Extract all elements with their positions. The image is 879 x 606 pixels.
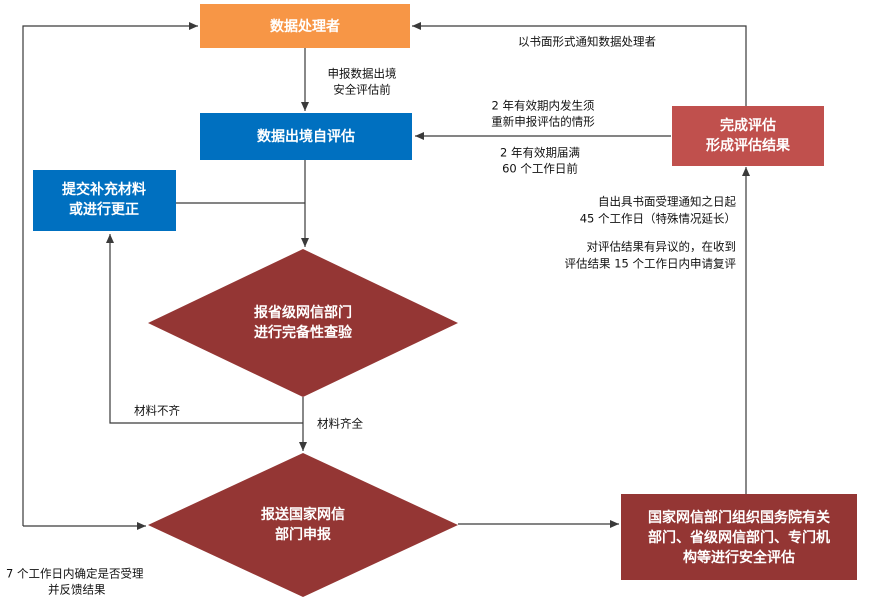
node-assessment-result-line-1: 完成评估: [720, 117, 776, 134]
node-security-assessment: 国家网信部门组织国务院有关 部门、省级网信部门、专门机 构等进行安全评估: [621, 494, 857, 580]
label-acceptance-time-line-1: 7 个工作日内确定是否受理: [6, 567, 144, 581]
node-self-assessment-label: 数据出境自评估: [257, 128, 355, 145]
node-provincial-check-line-2: 进行完备性查验: [254, 324, 353, 341]
label-expiry-line-1: 2 年有效期届满: [500, 146, 580, 160]
node-provincial-check-line-1: 报省级网信部门: [254, 304, 352, 321]
label-objection-line-1: 对评估结果有异议的，在收到: [587, 240, 737, 254]
node-national-submit-line-2: 部门申报: [275, 526, 331, 543]
node-national-submit-line-1: 报送国家网信: [261, 506, 345, 523]
edge-incomplete-to-supplement: [106, 234, 303, 424]
label-expiry-line-2: 60 个工作日前: [502, 162, 578, 176]
label-objection-line-2: 评估结果 15 个工作日内申请复评: [565, 257, 737, 271]
node-national-submit: 报送国家网信 部门申报: [148, 453, 458, 597]
label-incomplete: 材料不齐: [134, 404, 180, 418]
label-reapply-line-2: 重新申报评估的情形: [491, 115, 595, 129]
label-review-period-line-1: 自出具书面受理通知之日起: [598, 195, 736, 209]
node-self-assessment: 数据出境自评估: [200, 113, 412, 160]
node-supplement: 提交补充材料 或进行更正: [33, 170, 176, 231]
label-declare-before-line-2: 安全评估前: [333, 83, 391, 97]
node-data-processor-label: 数据处理者: [270, 18, 340, 35]
edge-left-loop-top: [22, 22, 198, 526]
label-reapply-line-1: 2 年有效期内发生须: [492, 99, 595, 113]
label-notify-written: 以书面形式通知数据处理者: [518, 35, 656, 49]
node-provincial-check: 报省级网信部门 进行完备性查验: [148, 249, 458, 397]
label-acceptance-time-line-2: 并反馈结果: [48, 583, 106, 597]
node-assessment-result: 完成评估 形成评估结果: [672, 106, 824, 166]
node-security-assessment-line-3: 构等进行安全评估: [683, 549, 795, 566]
node-supplement-line-2: 或进行更正: [69, 201, 139, 218]
node-supplement-line-1: 提交补充材料: [62, 181, 146, 198]
node-assessment-result-line-2: 形成评估结果: [706, 137, 791, 154]
node-security-assessment-line-2: 部门、省级网信部门、专门机: [648, 529, 830, 546]
label-declare-before-line-1: 申报数据出境: [328, 67, 397, 81]
label-review-period-line-2: 45 个工作日（特殊情况延长）: [580, 212, 736, 226]
node-security-assessment-line-1: 国家网信部门组织国务院有关: [648, 509, 830, 526]
node-data-processor: 数据处理者: [200, 4, 410, 48]
label-complete: 材料齐全: [317, 417, 363, 431]
edge-result-to-processor: [412, 22, 747, 106]
